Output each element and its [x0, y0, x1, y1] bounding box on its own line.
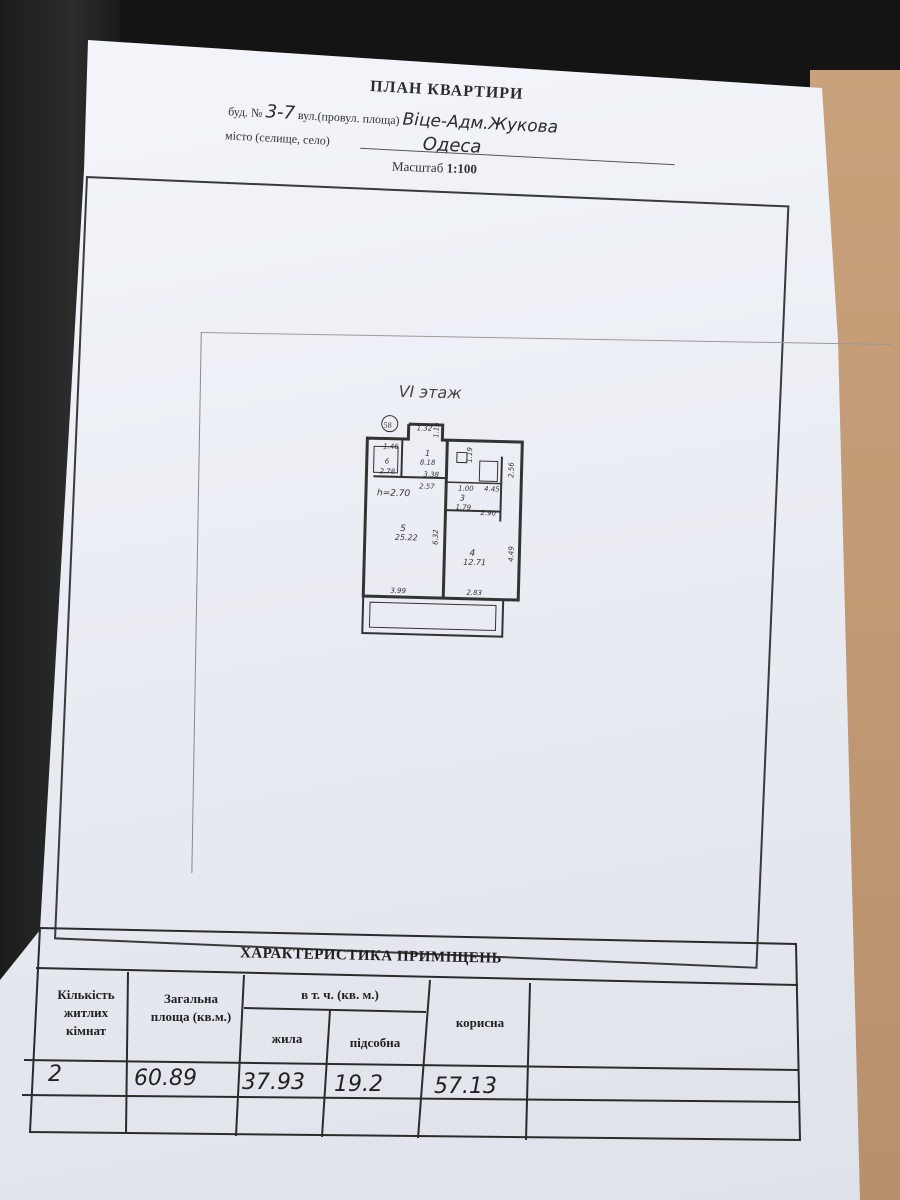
balcony-outline	[361, 595, 505, 638]
dim-8: 4.49	[507, 546, 515, 562]
dim-11: 1.15	[432, 422, 440, 438]
room-1-number: 1	[425, 449, 430, 458]
col-5	[525, 982, 531, 1141]
dim-6: 2.90	[480, 509, 496, 517]
dim-3: 2.57	[419, 482, 435, 490]
ceiling-height: h=2.70	[377, 488, 411, 499]
dim-9: 3.99	[390, 587, 406, 595]
dim-4: 1.00	[458, 484, 474, 492]
apartment-tag: 58	[384, 420, 392, 429]
room-6-box	[372, 445, 399, 474]
dim-12: 1.19	[466, 447, 474, 463]
dim-7: 6.32	[432, 529, 440, 545]
header-including: в т. ч. (кв. м.)	[301, 987, 379, 1002]
dim-2: 1.46	[383, 442, 399, 450]
balcony-inner	[368, 601, 497, 631]
table-outer	[28, 927, 802, 1142]
room-5-area: 25.22	[395, 533, 418, 543]
wall-kitchen-bottom	[373, 475, 447, 480]
col-4	[417, 979, 431, 1139]
header-total-area: Загальна площа (кв.м.)	[150, 991, 232, 1024]
room-6-number: 6	[385, 458, 390, 466]
value-total-area: 60.89	[134, 1066, 197, 1091]
floor-label: VI этаж	[398, 382, 462, 403]
apartment-tag-circle	[381, 415, 399, 433]
dim-10: 2.83	[466, 589, 482, 597]
dim-13: 2.56	[507, 462, 515, 478]
col-3	[321, 1009, 331, 1138]
subheader-line	[243, 1007, 427, 1013]
dim-5: 4.45	[484, 485, 500, 493]
header-auxiliary: підсобна	[349, 1035, 401, 1050]
room-6-area: 2.78	[379, 467, 395, 475]
room-4-area: 12.71	[463, 558, 486, 568]
value-useful: 57.13	[434, 1074, 497, 1099]
wall-corridor	[400, 438, 404, 477]
header-useful: корисна	[455, 1015, 505, 1030]
wall-bath-right	[499, 456, 503, 522]
wall-bath-mid	[446, 481, 502, 485]
col-2	[235, 974, 245, 1137]
bathtub	[478, 460, 499, 482]
wall-middle	[441, 440, 449, 599]
wall-bath-bottom	[445, 509, 501, 513]
header-living: жила	[271, 1031, 303, 1046]
dim-kitchen: 3.38	[423, 471, 439, 479]
value-auxiliary: 19.2	[334, 1072, 383, 1097]
row-header-line	[23, 1059, 799, 1071]
value-rooms: 2	[48, 1062, 62, 1087]
value-living: 37.93	[242, 1070, 305, 1095]
col-1	[125, 971, 129, 1135]
row-title-line	[35, 967, 799, 986]
dim-1: 1.32	[417, 424, 433, 432]
room-4-number: 4	[469, 549, 475, 559]
outer-walls	[361, 422, 524, 602]
room-3-number: 3	[460, 494, 465, 503]
header-rooms: Кількість житлих кімнат	[57, 987, 115, 1038]
room-3-area: 1.79	[455, 503, 471, 511]
sink	[456, 451, 468, 464]
room-1-area: 8.18	[420, 458, 436, 466]
row-value-line	[21, 1094, 800, 1103]
room-5-number: 5	[400, 524, 406, 534]
